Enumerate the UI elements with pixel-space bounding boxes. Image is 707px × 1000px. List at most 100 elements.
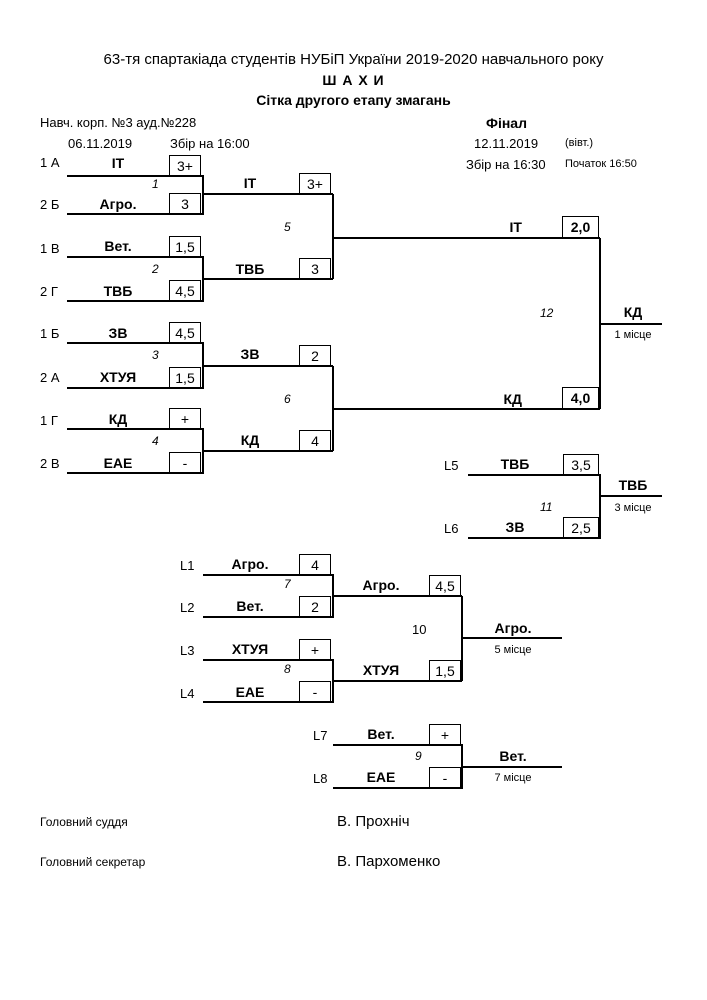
team-name: ЕАЕ xyxy=(103,455,133,471)
gather-time-final: Збір на 16:30 xyxy=(466,157,546,172)
score-box: 4,5 xyxy=(169,280,201,301)
team-name: ТВБ xyxy=(500,456,530,472)
team-name: ЕАЕ xyxy=(366,769,396,785)
secretary-label: Головний секретар xyxy=(40,855,146,869)
score-box: 3 xyxy=(169,193,201,214)
team-name: ХТУЯ xyxy=(99,369,137,385)
venue-text: Навч. корп. №3 ауд.№228 xyxy=(40,115,197,130)
weekday-final: (вівт.) xyxy=(565,137,594,149)
bracket-subtitle: Сітка другого етапу змагань xyxy=(256,92,451,108)
seed-label: L1 xyxy=(180,558,195,573)
seed-label: L2 xyxy=(180,600,195,615)
place-label: 5 місце xyxy=(494,644,532,656)
score-box: + xyxy=(429,724,461,745)
score-box: 1,5 xyxy=(429,660,461,681)
winner-name: Вет. xyxy=(499,748,527,764)
judge-name: В. Прохніч xyxy=(337,813,410,830)
team-name: ТВБ xyxy=(103,283,133,299)
place-label: 7 місце xyxy=(494,772,532,784)
team-name: ІТ xyxy=(243,175,257,191)
seed-label: 1 Г xyxy=(40,413,58,428)
seed-label: 1 Б xyxy=(40,326,60,341)
team-name: ЗВ xyxy=(240,346,260,362)
match-number: 8 xyxy=(284,662,291,676)
seed-label: L8 xyxy=(313,771,328,786)
team-name: ЗВ xyxy=(108,325,128,341)
team-name: Агро. xyxy=(231,556,269,572)
match-number: 10 xyxy=(412,622,427,637)
team-name: КД xyxy=(503,391,522,407)
seed-label: L7 xyxy=(313,728,328,743)
winner-name: Агро. xyxy=(494,620,532,636)
date-round1: 06.11.2019 xyxy=(68,136,133,151)
score-box: + xyxy=(169,408,201,429)
score-box: 4 xyxy=(299,554,331,575)
score-box: 3+ xyxy=(299,173,331,194)
final-label: Фінал xyxy=(486,115,527,131)
match-number: 3 xyxy=(152,348,159,362)
score-box: 2,5 xyxy=(563,517,599,538)
winner-name: КД xyxy=(623,304,643,320)
gather-time-round1: Збір на 16:00 xyxy=(170,136,250,151)
team-name: КД xyxy=(108,411,128,427)
team-name: Вет. xyxy=(236,598,264,614)
seed-label: 2 Г xyxy=(40,284,58,299)
team-name: ХТУЯ xyxy=(362,662,400,678)
score-box: 3+ xyxy=(169,155,201,176)
match-number: 5 xyxy=(284,220,291,234)
secretary-name: В. Пархоменко xyxy=(337,853,441,870)
score-box: 1,5 xyxy=(169,367,201,388)
match-number: 7 xyxy=(284,577,291,591)
score-box: 2 xyxy=(299,596,331,617)
seed-label: 1 В xyxy=(40,241,60,256)
winner-name: ТВБ xyxy=(618,477,648,493)
place-label: 3 місце xyxy=(614,502,652,514)
match-number: 1 xyxy=(152,177,159,191)
match-number: 2 xyxy=(152,262,159,276)
team-name: ЕАЕ xyxy=(235,684,265,700)
score-box: - xyxy=(429,767,461,788)
score-box: 2 xyxy=(299,345,331,366)
seed-label: L6 xyxy=(444,521,459,536)
seed-label: 2 Б xyxy=(40,197,60,212)
score-box: - xyxy=(169,452,201,473)
match-number: 6 xyxy=(284,392,291,406)
team-name: ІТ xyxy=(111,155,125,171)
score-box: 3 xyxy=(299,258,331,279)
team-name: Вет. xyxy=(367,726,395,742)
score-box: + xyxy=(299,639,331,660)
score-box: 1,5 xyxy=(169,236,201,257)
team-name: ЗВ xyxy=(505,519,525,535)
team-name: КД xyxy=(240,432,260,448)
team-name: Вет. xyxy=(104,238,132,254)
seed-label: 2 А xyxy=(40,370,60,385)
judge-label: Головний суддя xyxy=(40,815,128,829)
date-final: 12.11.2019 xyxy=(474,136,539,151)
team-name: Агро. xyxy=(362,577,400,593)
score-box: 2,0 xyxy=(562,216,599,238)
start-time-final: Початок 16:50 xyxy=(565,158,637,170)
score-box: 4,5 xyxy=(429,575,461,596)
seed-label: L4 xyxy=(180,686,195,701)
score-box: - xyxy=(299,681,331,702)
team-name: Агро. xyxy=(99,196,137,212)
team-name: ХТУЯ xyxy=(231,641,269,657)
match-number: 11 xyxy=(540,500,553,514)
seed-label: L5 xyxy=(444,458,459,473)
seed-label: L3 xyxy=(180,643,195,658)
match-number: 9 xyxy=(415,749,422,763)
score-box: 4,5 xyxy=(169,322,201,343)
seed-label: 2 В xyxy=(40,456,60,471)
match-number: 4 xyxy=(152,434,159,448)
sport-title: Ш А Х И xyxy=(322,72,385,88)
score-box: 4,0 xyxy=(562,387,599,409)
page-title: 63-тя спартакіада студентів НУБіП Україн… xyxy=(103,51,604,68)
score-box: 4 xyxy=(299,430,331,451)
team-name: ІТ xyxy=(509,219,522,235)
match-number: 12 xyxy=(540,306,554,320)
seed-label: 1 А xyxy=(40,155,60,170)
place-label: 1 місце xyxy=(614,329,652,341)
score-box: 3,5 xyxy=(563,454,599,475)
team-name: ТВБ xyxy=(235,261,265,277)
